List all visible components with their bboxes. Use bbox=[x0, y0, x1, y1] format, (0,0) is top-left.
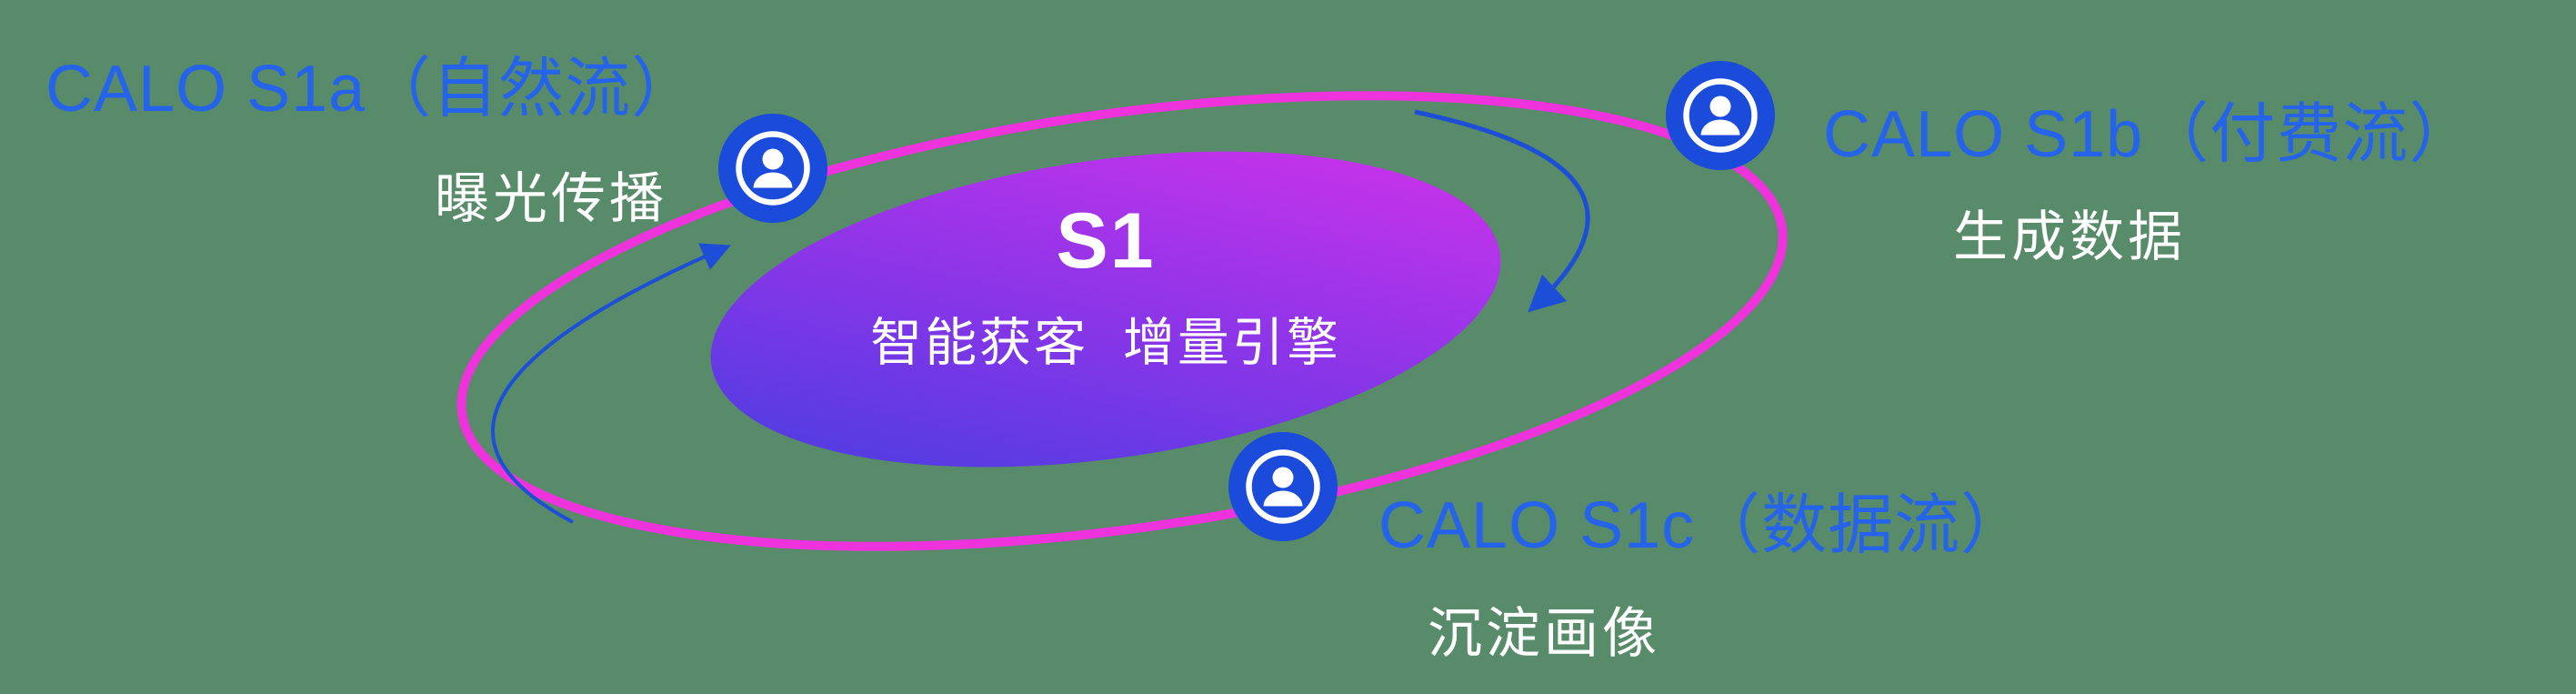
core-ellipse bbox=[710, 151, 1501, 468]
node-s1b-title: CALO S1b（付费流） bbox=[1823, 98, 2476, 171]
user-icon bbox=[718, 114, 827, 223]
node-s1c-subtitle: 沉淀画像 bbox=[1428, 603, 1660, 664]
core-text: S1 智能获客 增量引擎 bbox=[742, 198, 1469, 376]
core-title: S1 bbox=[1056, 197, 1156, 285]
node-s1a-user-icon bbox=[718, 114, 827, 223]
node-s1b-user-icon bbox=[1666, 61, 1775, 170]
node-s1a-title: CALO S1a（自然流） bbox=[45, 53, 698, 126]
user-icon bbox=[1666, 61, 1775, 170]
flow-arrow-left bbox=[491, 243, 731, 524]
orbit-ring bbox=[456, 91, 1788, 551]
user-icon bbox=[1228, 432, 1338, 541]
core-subtitle: 智能获客 增量引擎 bbox=[870, 313, 1341, 372]
flow-arrow-right bbox=[1414, 109, 1590, 313]
node-s1c-title: CALO S1c（数据流） bbox=[1378, 489, 2028, 562]
node-s1c-user-icon bbox=[1228, 432, 1338, 541]
node-s1b-subtitle: 生成数据 bbox=[1953, 206, 2186, 267]
node-s1a-subtitle: 曝光传播 bbox=[435, 168, 667, 229]
